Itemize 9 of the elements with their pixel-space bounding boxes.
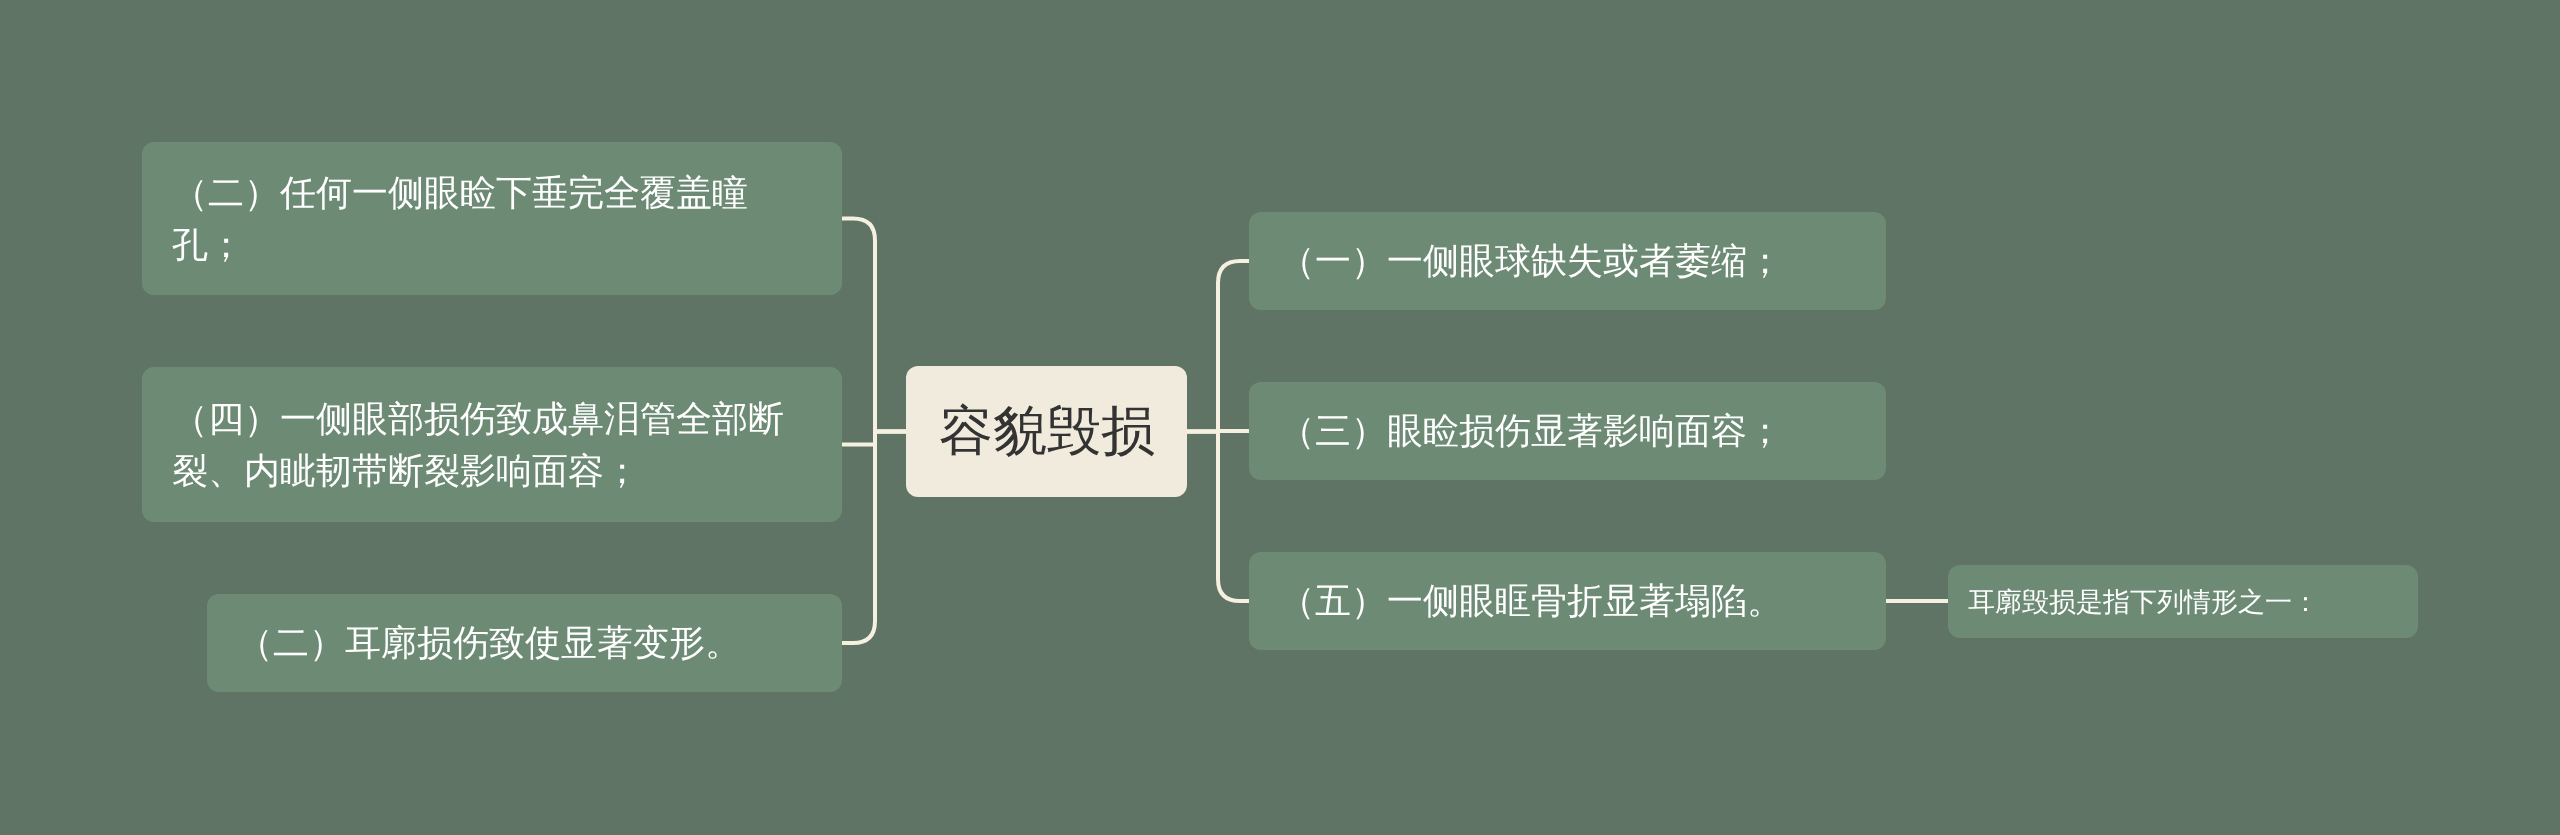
subtopic-box: 耳廓毁损是指下列情形之一：	[1948, 565, 2418, 638]
topic-box: （二）耳廓损伤致使显著变形。	[207, 594, 842, 692]
topic-box: （一）一侧眼球缺失或者萎缩；	[1249, 212, 1886, 310]
topic-box: （二）任何一侧眼睑下垂完全覆盖瞳孔；	[142, 142, 842, 295]
topic-box: （四）一侧眼部损伤致成鼻泪管全部断裂、内眦韧带断裂影响面容；	[142, 367, 842, 522]
topic-box: （五）一侧眼眶骨折显著塌陷。	[1249, 552, 1886, 650]
central-topic-box: 容貌毁损	[906, 366, 1187, 497]
topic-box: （三）眼睑损伤显著影响面容；	[1249, 382, 1886, 480]
connector-line	[1886, 599, 1948, 603]
